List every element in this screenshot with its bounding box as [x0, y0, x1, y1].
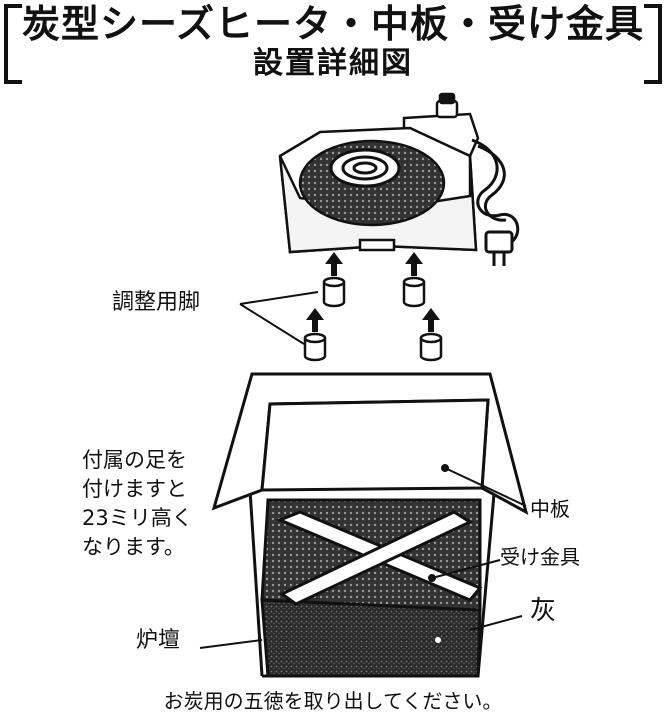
- title-left-bracket: [4, 4, 22, 84]
- label-ash: 灰: [530, 596, 557, 626]
- note-line: 付属の足を: [82, 448, 187, 472]
- leg-4: [419, 338, 443, 362]
- note-line: 付けますと: [82, 477, 187, 501]
- leg-3: [303, 338, 327, 362]
- title-right-bracket: [644, 4, 662, 84]
- arrow-up-icon: [306, 308, 324, 332]
- assembly-arrows: [306, 252, 440, 332]
- label-middle-plate: 中板: [530, 497, 570, 521]
- leg-1: [322, 282, 346, 308]
- heater-unit: [278, 92, 480, 254]
- adjustment-legs: [303, 276, 443, 362]
- arrow-up-icon: [405, 252, 423, 276]
- note-line: 23ミリ高く: [82, 506, 193, 530]
- middle-plate: [260, 398, 490, 492]
- height-note: 付属の足を 付けますと 23ミリ高く なります。: [82, 446, 193, 562]
- title-sub-text: 設置詳細図: [253, 46, 413, 81]
- label-hearth: 炉壇: [136, 628, 181, 653]
- ash-bed: [260, 598, 482, 678]
- power-cord: [471, 138, 520, 266]
- label-adjust-legs: 調整用脚: [112, 290, 201, 315]
- arrow-up-icon: [422, 308, 440, 332]
- title-main-text: 炭型シーズヒータ・中板・受け金具: [21, 1, 645, 46]
- bracket-bar-2: [279, 510, 474, 606]
- bottom-instruction: お炭用の五徳を取り出してください。: [163, 689, 503, 713]
- leg-leader-lines: [239, 291, 319, 345]
- arrow-up-icon: [325, 252, 343, 276]
- label-leader-lines: [199, 464, 527, 649]
- hearth-box: [211, 372, 529, 678]
- diagram-title: 炭型シーズヒータ・中板・受け金具 設置詳細図: [0, 0, 666, 86]
- label-bracket: 受け金具: [500, 545, 580, 569]
- note-line: なります。: [82, 535, 185, 559]
- leg-2: [402, 282, 426, 308]
